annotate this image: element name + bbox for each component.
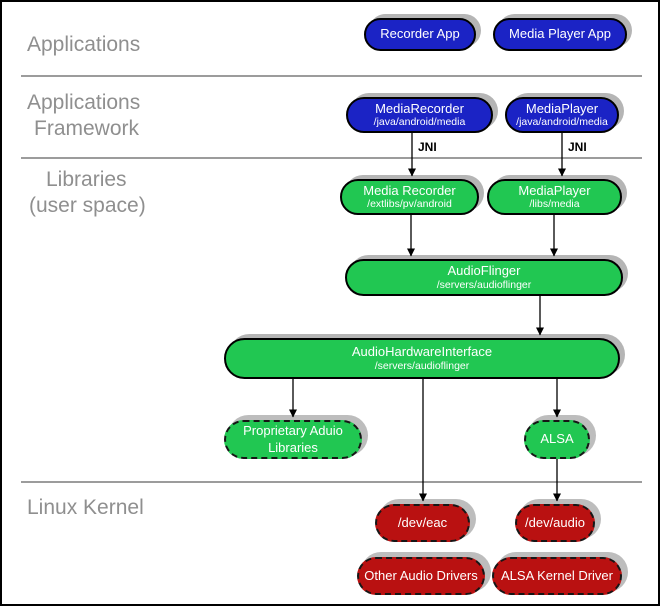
layer-label-linux-kernel: Linux Kernel <box>27 496 144 519</box>
node-mediarecorder-framework: MediaRecorder /java/android/media <box>346 97 493 133</box>
jni-label-left: JNI <box>418 140 437 154</box>
node-alsa: ALSA <box>524 420 590 459</box>
node-dev-eac: /dev/eac <box>375 504 470 542</box>
node-alsa-kernel-driver: ALSA Kernel Driver <box>492 557 622 595</box>
node-dev-audio: /dev/audio <box>515 504 595 542</box>
layer-label-libraries: Libraries (user space) <box>29 168 146 217</box>
jni-label-right: JNI <box>568 140 587 154</box>
layer-label-applications-framework: Applications Framework <box>27 91 141 140</box>
node-media-recorder-lib: Media Recorder /extlibs/pv/android <box>340 179 479 215</box>
node-media-player-app: Media Player App <box>493 18 627 51</box>
node-mediaplayer-framework: MediaPlayer /java/android/media <box>505 97 619 133</box>
node-mediaplayer-lib: MediaPlayer /libs/media <box>487 179 622 215</box>
node-proprietary-audio-libraries: Proprietary Aduio Libraries <box>224 420 362 459</box>
layer-label-applications: Applications <box>27 33 141 56</box>
divider-framework-libraries <box>21 157 642 159</box>
divider-applications-framework <box>21 75 642 77</box>
node-audiohardwareinterface: AudioHardwareInterface /servers/audiofli… <box>224 338 620 379</box>
node-audioflinger: AudioFlinger /servers/audioflinger <box>345 259 623 296</box>
node-other-audio-drivers: Other Audio Drivers <box>357 557 485 595</box>
divider-libraries-kernel <box>21 481 642 483</box>
node-recorder-app: Recorder App <box>364 18 476 51</box>
